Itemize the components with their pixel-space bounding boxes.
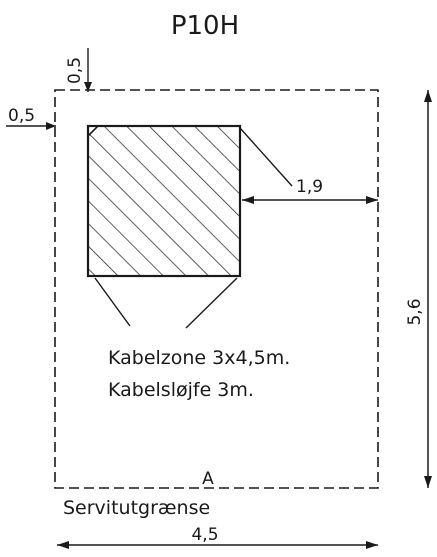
dim-height-arrow-top [424,90,432,102]
dim-left-offset-label: 0,5 [8,106,35,126]
point-label-a: A [202,469,214,489]
boundary-label: Servitutgrænse [63,497,210,519]
drawing-title: P10H [171,11,239,41]
dim-left-offset-arrow [46,122,56,130]
dim-right-distance-arrow-right [366,196,378,204]
dim-height-arrow-bottom [424,476,432,488]
dim-width-arrow-right [366,541,378,549]
leader-line-diagonal [239,127,293,187]
dim-width-arrow-left [57,541,69,549]
dim-width-label: 4,5 [191,525,218,545]
dim-right-distance-label: 1,9 [296,177,323,197]
note-cable-loop: Kabelsløjfe 3m. [108,379,254,401]
cable-zone-hatched [86,124,242,278]
leader-line-right [185,277,238,329]
corner-mark [87,125,99,137]
dim-top-offset-arrow [84,82,92,92]
dim-top-offset-label: 0,5 [65,57,85,84]
note-cable-zone: Kabelzone 3x4,5m. [108,347,290,369]
dim-right-distance-arrow-left [242,196,254,204]
leader-line-left [94,277,131,327]
dim-height-label: 5,6 [405,298,425,325]
